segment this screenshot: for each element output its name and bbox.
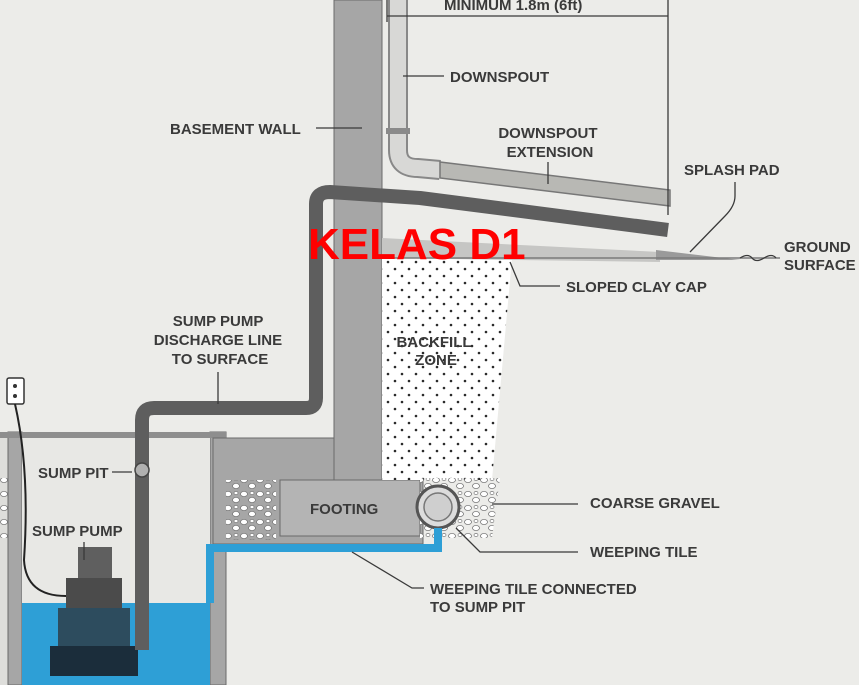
label-discharge-line: SUMP PUMP DISCHARGE LINE TO SURFACE [154,313,287,368]
overlay-text-kelas-d1: KELAS D1 [308,220,526,269]
footing-inner [279,479,421,537]
label-sump-pit: SUMP PIT [38,465,109,482]
check-valve [134,462,150,478]
discharge-line [135,185,669,650]
label-coarse-gravel: COARSE GRAVEL [590,495,720,512]
leader-ground-surface [739,254,777,262]
label-ground-surface: GROUND SURFACE [784,239,856,274]
label-weeping-tile-connected: WEEPING TILE CONNECTED TO SUMP PIT [430,581,641,616]
sump-pump [50,547,138,676]
gravel-left [0,478,8,538]
downspout-clamp [386,128,410,134]
label-footing: FOOTING [310,501,378,518]
downspout-extension-shape [439,161,671,207]
label-sump-pump: SUMP PUMP [32,523,123,540]
sloped-clay-cap [382,238,660,262]
label-downspout-extension: DOWNSPOUT EXTENSION [498,125,601,161]
leader-weeping-tile-connected [351,551,424,589]
footing-gravel [226,480,276,540]
weeping-tile-inner [423,492,453,522]
label-backfill-zone: BACKFILL ZONE [397,334,476,369]
label-downspout: DOWNSPOUT [450,69,549,86]
label-splash-pad: SPLASH PAD [684,162,780,179]
downspout-pipe-inner [390,0,441,178]
backfill-zone-dots [382,258,512,480]
label-basement-wall: BASEMENT WALL [170,121,301,138]
sump-pit-rim [0,432,226,438]
label-weeping-tile: WEEPING TILE [590,544,698,561]
weeping-tile-connection [206,528,442,603]
basement-wall-shape [333,0,383,481]
leader-weeping-tile [455,527,578,553]
label-sloped-clay-cap: SLOPED CLAY CAP [566,279,707,296]
sump-pit-wall-left [7,431,23,685]
power-cord [14,403,67,597]
power-outlet-icon [6,377,25,405]
label-minimum-distance: MINIMUM 1.8m (6ft) [444,0,582,14]
leader-splash-pad [689,182,736,253]
leader-sloped-clay-cap [509,261,560,287]
